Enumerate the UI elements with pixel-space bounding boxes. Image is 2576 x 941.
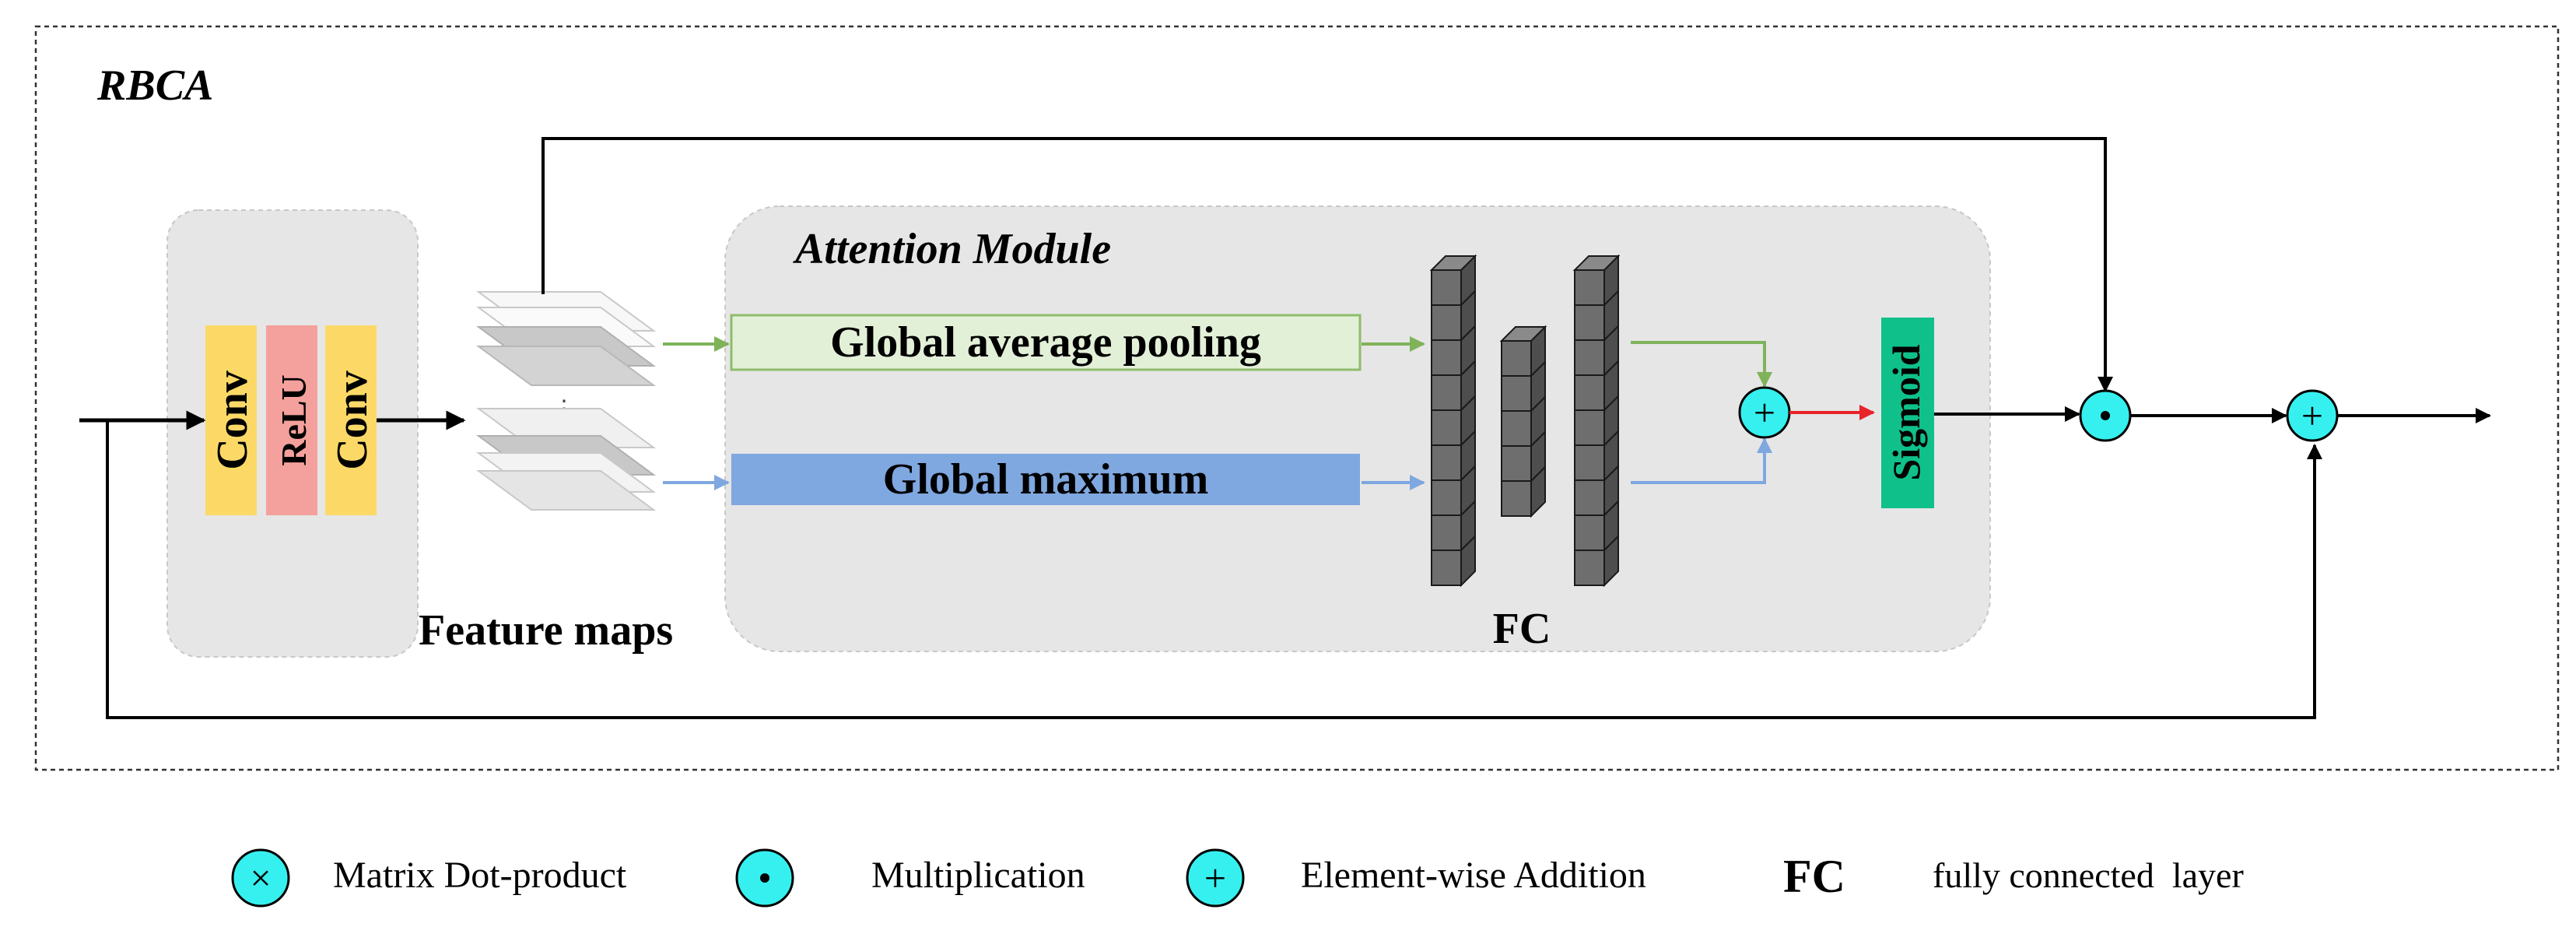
fc-column <box>1429 254 1477 588</box>
residual-add-node: + <box>2286 389 2339 442</box>
fc-to-add-green-arrow <box>1631 341 1772 388</box>
legend-label-dot-product: Matrix Dot-product <box>333 855 627 896</box>
multiply-dot <box>2101 411 2110 420</box>
fc-label: FC <box>1493 605 1551 653</box>
outer-frame <box>34 25 2560 771</box>
fc-cube <box>1574 409 1605 446</box>
fc-cube <box>1574 514 1605 551</box>
attention-add-node: + <box>1738 386 1791 439</box>
global-maximum-label: Global maximum <box>883 455 1208 504</box>
feature-map-layer <box>475 470 657 511</box>
feature-maps-label: Feature maps <box>419 606 673 655</box>
fc-cube <box>1574 444 1605 481</box>
dot-product-icon: × <box>250 858 271 899</box>
conv-bar-2 <box>325 325 377 515</box>
attention-module-title: Attention Module <box>793 225 1111 273</box>
fc-cube <box>1431 374 1462 411</box>
fc-cube <box>1431 409 1462 446</box>
legend-fc: FC fully connected layer <box>1783 851 2244 902</box>
feature-map-layer <box>475 346 657 386</box>
fc-cube <box>1574 339 1605 376</box>
fc-cube <box>1431 339 1462 376</box>
multiplication-icon <box>760 873 769 883</box>
legend-label-multiplication: Multiplication <box>871 855 1085 896</box>
fc-cube <box>1501 480 1532 517</box>
fc-cube-top <box>1572 255 1621 271</box>
conv-label-2: Conv <box>328 370 377 470</box>
fc-column <box>1572 254 1621 588</box>
relu-bar <box>266 325 317 515</box>
residual-add-symbol: + <box>2301 394 2323 437</box>
fc-cube <box>1574 304 1605 341</box>
fc-cube <box>1431 514 1462 551</box>
sigmoid-label: Sigmoid <box>1884 344 1928 480</box>
sigmoid-box <box>1881 318 1934 508</box>
fc-column <box>1499 325 1547 518</box>
fc-to-add-blue-arrow <box>1631 437 1772 484</box>
legend-label-addition: Element-wise Addition <box>1301 855 1646 896</box>
addition-icon: + <box>1204 856 1226 900</box>
skip-path-to-multiply <box>541 137 2113 392</box>
fc-cube <box>1501 410 1532 447</box>
fc-cube <box>1431 444 1462 481</box>
fc-cube <box>1501 375 1532 412</box>
conv-label-1: Conv <box>209 370 257 470</box>
fc-cube-side <box>1530 465 1546 518</box>
relu-label: ReLU <box>274 374 314 466</box>
residual-path <box>106 420 2322 719</box>
global-maximum-box <box>731 454 1360 505</box>
fc-cube-top <box>1499 326 1547 342</box>
outer-title: RBCA <box>96 61 213 110</box>
fc-cube-side <box>1460 534 1476 588</box>
fc-cube <box>1431 550 1462 586</box>
fc-cube <box>1574 374 1605 411</box>
fc-cube <box>1431 304 1462 341</box>
global-average-pooling-box <box>730 314 1362 371</box>
feature-maps-stack: ⋮ <box>475 291 657 511</box>
fc-cube <box>1574 550 1605 586</box>
multiply-node <box>2079 389 2132 442</box>
fc-cube <box>1574 479 1605 516</box>
fc-cube-side <box>1603 534 1619 588</box>
legend-label-fc: fully connected layer <box>1933 855 2244 895</box>
legend: × Matrix Dot-product Multiplication + El… <box>231 848 2244 908</box>
fc-cube <box>1431 479 1462 516</box>
global-average-pooling-label: Global average pooling <box>830 318 1261 367</box>
fc-layers <box>1429 254 1621 588</box>
fc-cube <box>1574 269 1605 306</box>
add-symbol: + <box>1754 391 1775 434</box>
legend-addition: + Element-wise Addition <box>1186 848 1646 908</box>
fc-cube-top <box>1429 255 1477 271</box>
legend-fc-symbol: FC <box>1783 851 1845 902</box>
legend-multiplication: Multiplication <box>735 848 1085 908</box>
fc-cube <box>1501 340 1532 377</box>
legend-dot-product: × Matrix Dot-product <box>231 848 627 908</box>
conv-bar-1 <box>205 325 257 515</box>
fc-cube <box>1501 445 1532 482</box>
fc-cube <box>1431 269 1462 306</box>
